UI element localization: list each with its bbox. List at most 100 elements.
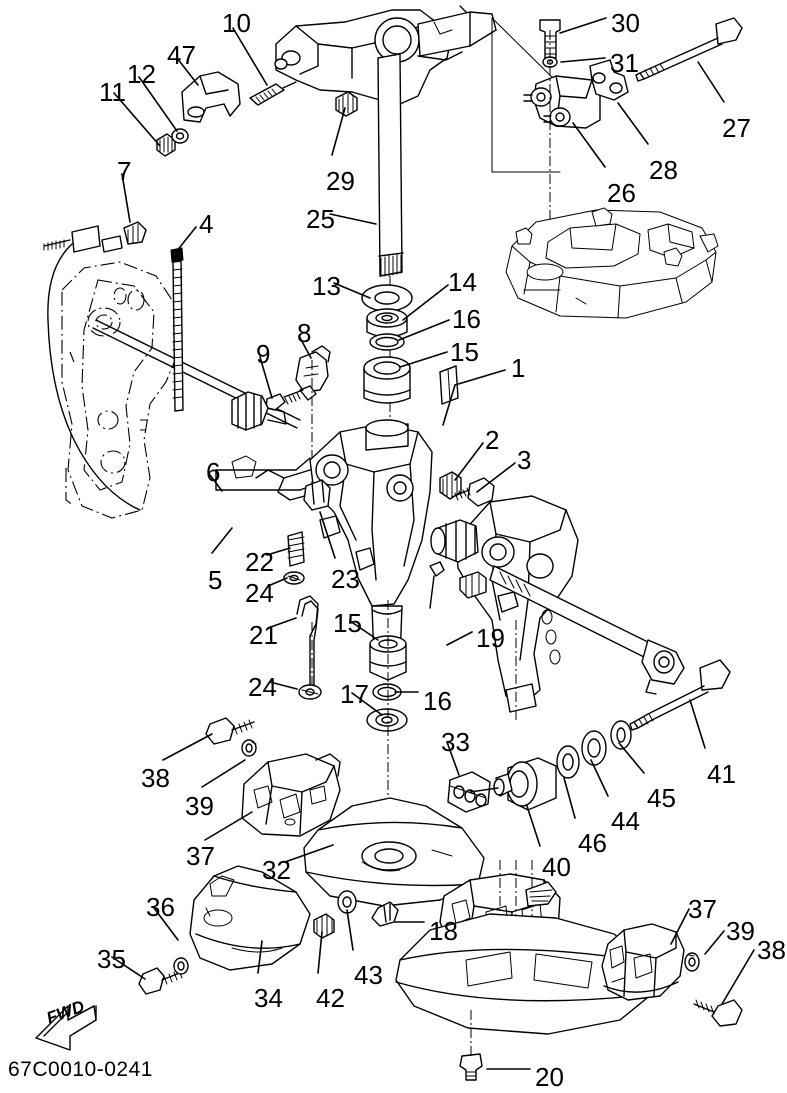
callout-number-21: 21 bbox=[249, 620, 278, 650]
bolt-20 bbox=[459, 1053, 483, 1081]
bushing-15 bbox=[363, 356, 411, 404]
callout-number-18: 18 bbox=[429, 916, 458, 946]
shift-bracket-group bbox=[523, 17, 743, 270]
bushings-mid bbox=[429, 519, 487, 609]
bolt-27 bbox=[635, 17, 743, 82]
callout-number-9: 9 bbox=[256, 339, 271, 369]
callout-number-38: 38 bbox=[141, 763, 170, 793]
leader-line-15b bbox=[349, 620, 379, 641]
callout-number-29: 29 bbox=[326, 166, 355, 196]
callout-number-13: 13 bbox=[312, 271, 341, 301]
callout-number-17: 17 bbox=[340, 679, 369, 709]
leader-line-11 bbox=[113, 92, 161, 147]
callout-number-27: 27 bbox=[722, 113, 751, 143]
callout-number-6: 6 bbox=[206, 457, 221, 487]
nut-29 bbox=[335, 91, 358, 117]
washer-39 bbox=[241, 739, 257, 757]
leader-line-44 bbox=[590, 759, 609, 797]
leader-line-37b bbox=[670, 908, 690, 945]
cover-37b bbox=[601, 923, 685, 1001]
leader-line-2 bbox=[454, 442, 484, 481]
clip-18 bbox=[371, 901, 399, 927]
bolt-38 bbox=[205, 717, 255, 745]
washer-39b bbox=[684, 952, 700, 972]
callout-leader-lines bbox=[111, 17, 755, 1070]
callout-number-40: 40 bbox=[542, 852, 571, 882]
leader-line-36 bbox=[153, 907, 179, 941]
leader-line-46 bbox=[563, 777, 576, 819]
fwd-arrow-icon bbox=[35, 1005, 97, 1051]
leader-line-39b bbox=[704, 930, 725, 955]
leader-line-27 bbox=[697, 61, 725, 103]
leader-line-41 bbox=[689, 699, 706, 749]
callout-number-8: 8 bbox=[297, 318, 312, 348]
leader-line-31 bbox=[560, 57, 606, 63]
leader-line-40 bbox=[526, 805, 541, 847]
callout-number-46: 46 bbox=[578, 828, 607, 858]
bushing-15b bbox=[369, 635, 407, 681]
callout-number-39: 39 bbox=[185, 791, 214, 821]
callout-number-38b: 38 bbox=[757, 935, 786, 965]
callout-number-34: 34 bbox=[254, 983, 283, 1013]
callout-number-22: 22 bbox=[245, 547, 274, 577]
callout-number-24b: 24 bbox=[248, 672, 277, 702]
washer-44 bbox=[581, 730, 607, 766]
callout-number-44: 44 bbox=[611, 806, 640, 836]
washer-42 bbox=[313, 913, 335, 939]
callout-number-3: 3 bbox=[517, 445, 532, 475]
callout-number-4: 4 bbox=[199, 209, 214, 239]
leader-line-16 bbox=[398, 319, 450, 341]
callout-number-45: 45 bbox=[647, 783, 676, 813]
leader-line-6 bbox=[209, 474, 223, 492]
leader-line-24 bbox=[267, 577, 288, 587]
leader-line-3 bbox=[476, 462, 516, 493]
spring-22 bbox=[287, 531, 305, 567]
leader-line-12 bbox=[138, 76, 178, 132]
leader-line-47 bbox=[176, 57, 199, 86]
leader-line-24b bbox=[269, 681, 298, 690]
callout-number-37: 37 bbox=[186, 841, 215, 871]
oring-16 bbox=[369, 333, 405, 351]
leader-line-13 bbox=[333, 282, 371, 299]
callout-number-42: 42 bbox=[316, 983, 345, 1013]
leader-line-28 bbox=[617, 102, 649, 145]
lower-shaft-stack bbox=[366, 600, 408, 900]
callout-number-33: 33 bbox=[441, 727, 470, 757]
anode-bracket-33 bbox=[447, 771, 491, 813]
washer-12 bbox=[171, 128, 189, 144]
stud-10 bbox=[249, 81, 297, 106]
bolt-38b bbox=[693, 999, 743, 1027]
callout-number-15b: 15 bbox=[333, 608, 362, 638]
key-1 bbox=[439, 365, 459, 405]
leader-line-37 bbox=[204, 811, 253, 841]
callout-number-25: 25 bbox=[306, 204, 335, 234]
right-swivel-bracket bbox=[455, 495, 685, 720]
callout-number-32: 32 bbox=[262, 855, 291, 885]
rod-21 bbox=[296, 595, 319, 700]
bracket-26 bbox=[523, 75, 601, 129]
leader-line-15 bbox=[399, 351, 448, 368]
cable-assembly-7 bbox=[43, 221, 147, 511]
leader-line-38b bbox=[721, 949, 755, 1005]
callout-number-16: 16 bbox=[452, 304, 481, 334]
bolt-3 bbox=[451, 477, 495, 507]
cover-37 bbox=[241, 753, 341, 837]
leader-line-35 bbox=[111, 956, 146, 980]
callout-number-30: 30 bbox=[611, 8, 640, 38]
callout-number-11: 11 bbox=[99, 77, 126, 107]
callout-number-28: 28 bbox=[649, 155, 678, 185]
callout-number-37b: 37 bbox=[688, 894, 717, 924]
callout-number-23: 23 bbox=[331, 564, 360, 594]
bushing-40 bbox=[469, 757, 557, 811]
screw-4 bbox=[170, 247, 184, 412]
leader-line-32 bbox=[284, 844, 334, 863]
leader-line-8 bbox=[298, 335, 312, 359]
seal-13 bbox=[361, 284, 413, 312]
cam-cluster-8-9 bbox=[265, 345, 331, 470]
bolt-35 bbox=[138, 967, 183, 995]
clip-24 bbox=[283, 571, 305, 585]
callout-number-15: 15 bbox=[450, 337, 479, 367]
leader-line-14 bbox=[402, 284, 449, 321]
